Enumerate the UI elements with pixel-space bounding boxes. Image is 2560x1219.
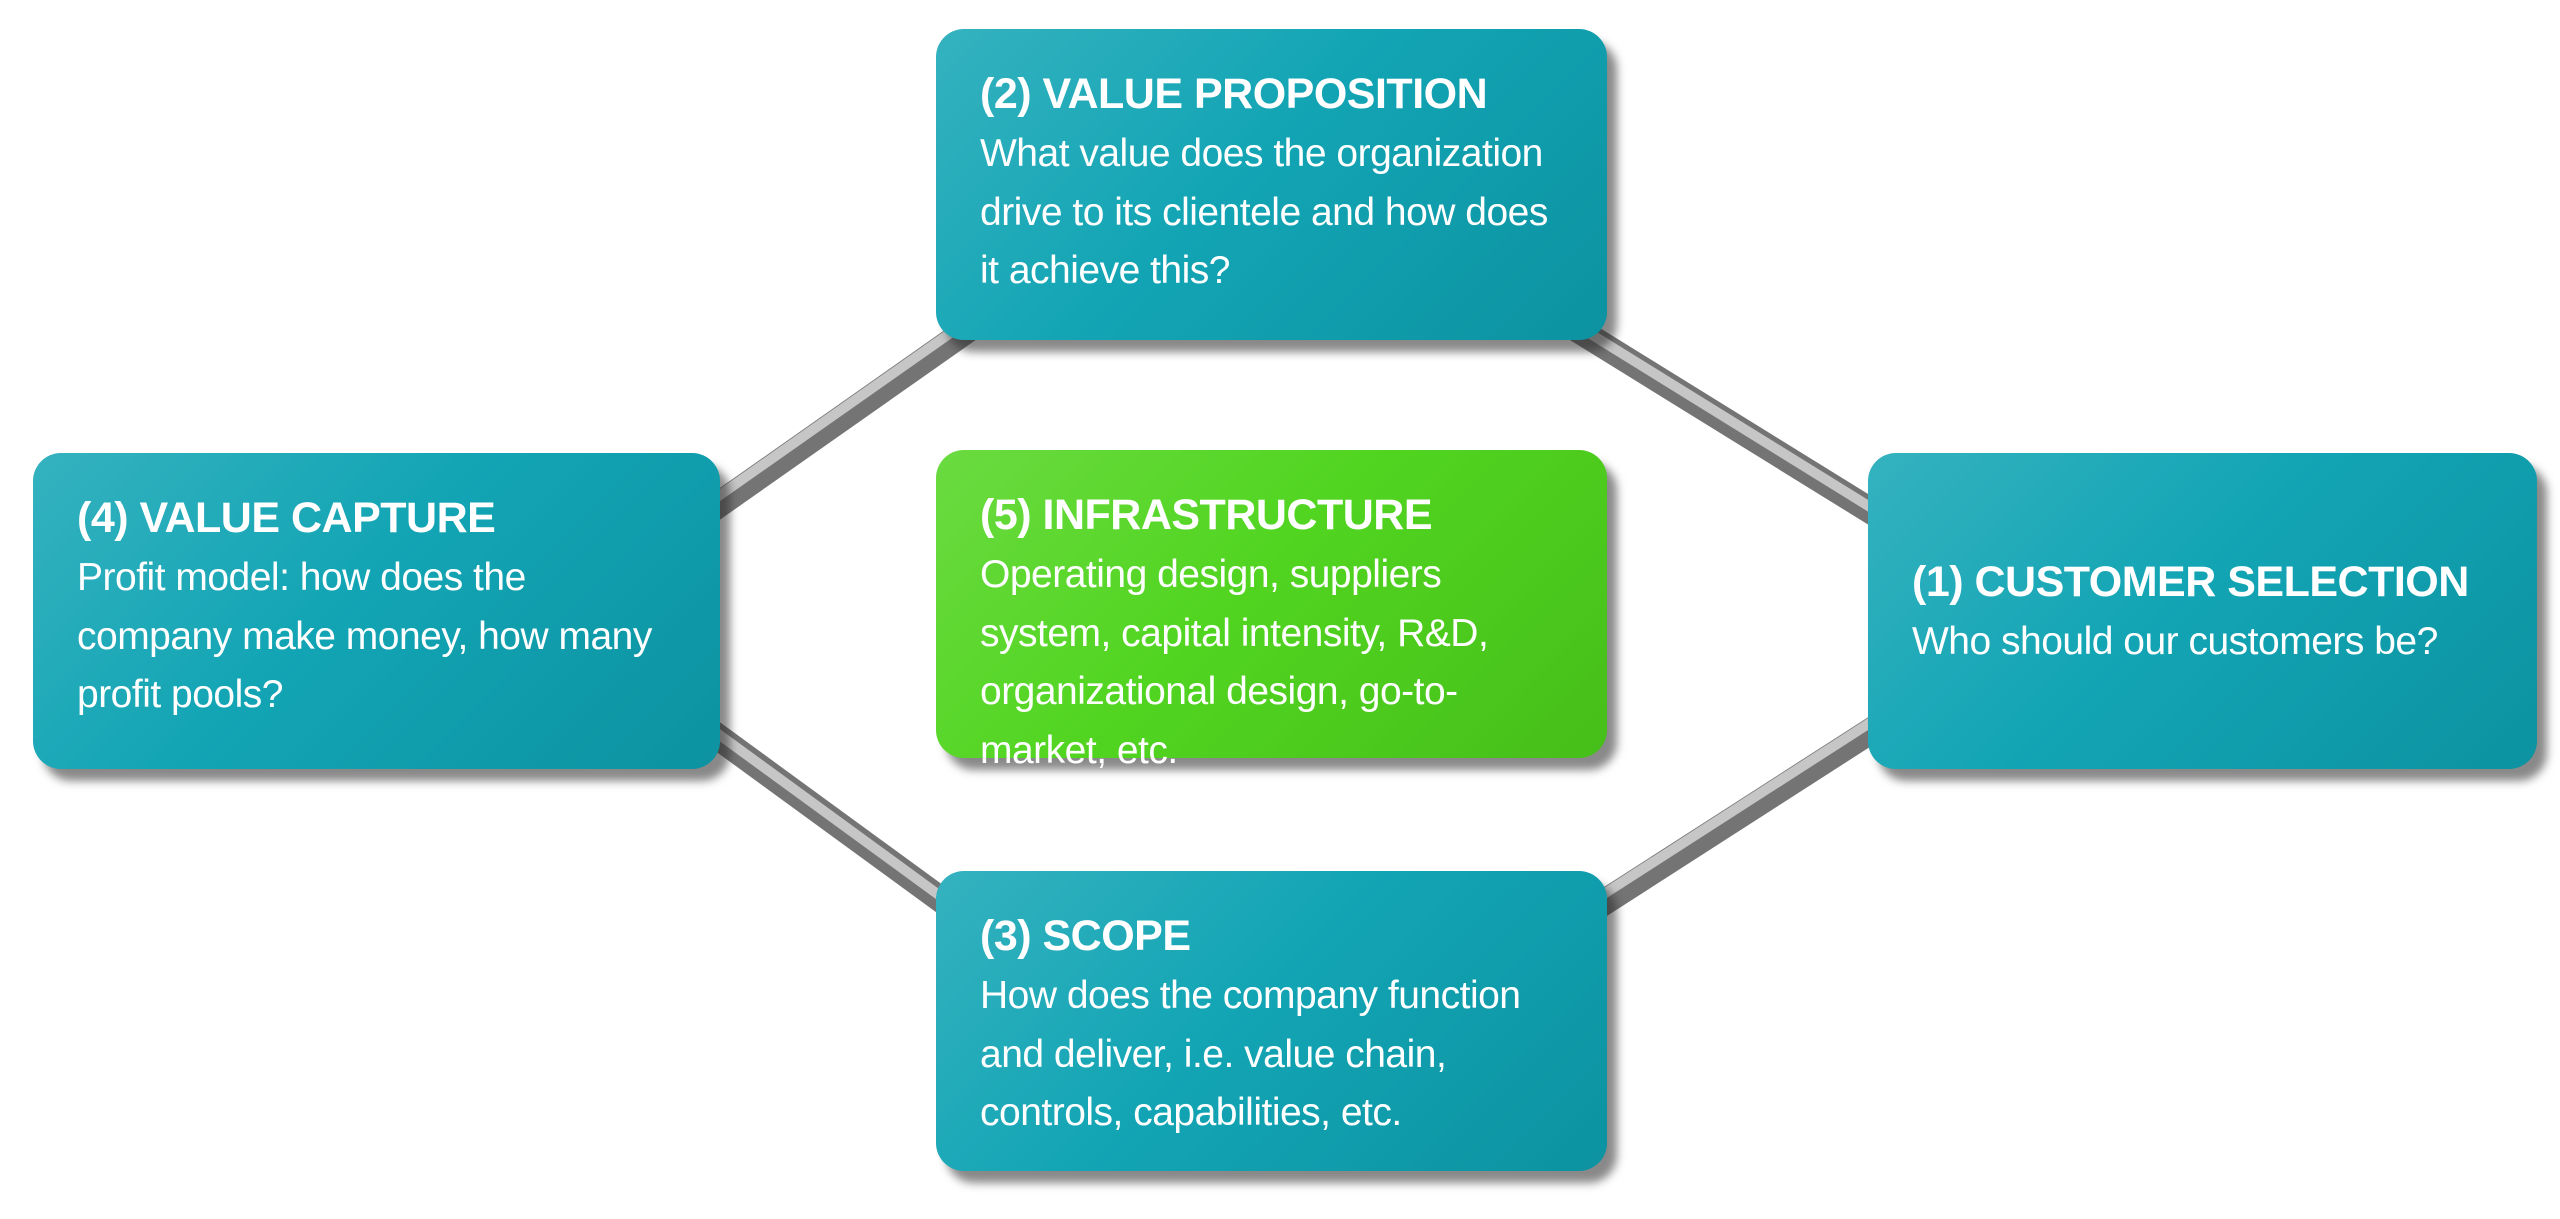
- infrastructure-title: (5) INFRASTRUCTURE: [980, 491, 1433, 539]
- box-infrastructure: (5) INFRASTRUCTURE Operating design, sup…: [936, 450, 1607, 772]
- scope-body: How does the company function and delive…: [980, 974, 1521, 1135]
- value-proposition-title: (2) VALUE PROPOSITION: [980, 70, 1488, 118]
- value-capture-body: Profit model: how does the company make …: [77, 556, 652, 717]
- box-value-proposition: (2) VALUE PROPOSITION What value does th…: [936, 29, 1607, 340]
- customer-selection-body: Who should our customers be?: [1912, 619, 2438, 663]
- value-proposition-body: What value does the organization drive t…: [980, 132, 1548, 293]
- customer-selection-title: (1) CUSTOMER SELECTION: [1912, 557, 2469, 606]
- box-scope: (3) SCOPE How does the company function …: [936, 871, 1607, 1171]
- box-customer-selection: (1) CUSTOMER SELECTION Who should our cu…: [1868, 453, 2537, 769]
- box-value-capture: (4) VALUE CAPTURE Profit model: how does…: [33, 453, 720, 769]
- scope-title: (3) SCOPE: [980, 912, 1191, 960]
- infrastructure-body: Operating design, suppliers system, capi…: [980, 553, 1489, 772]
- value-capture-title: (4) VALUE CAPTURE: [77, 494, 496, 542]
